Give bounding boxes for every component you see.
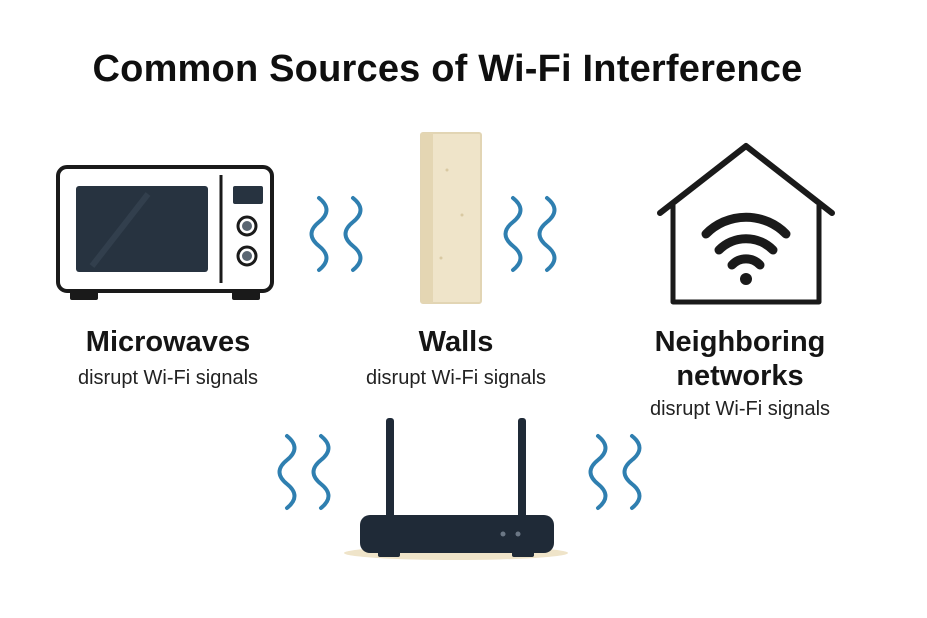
router-icon (344, 418, 568, 560)
source-description-walls: disrupt Wi-Fi signals (365, 367, 547, 389)
wave-icon (277, 434, 642, 510)
source-description-microwaves: disrupt Wi-Fi signals (77, 367, 259, 389)
wave-icon (309, 196, 363, 272)
wave-icon (503, 196, 557, 272)
source-label-walls: Walls (418, 326, 494, 358)
source-label-line: Neighboring (654, 326, 826, 358)
source-label-neighboring-networks: Neighboring networks (618, 325, 862, 393)
diagram-title: Common Sources of Wi-Fi Interference (92, 48, 803, 90)
source-description-neighboring-networks: disrupt Wi-Fi signals (649, 398, 831, 420)
microwave-icon (56, 165, 274, 300)
source-label-line: networks (676, 360, 804, 392)
wall-icon (420, 132, 482, 304)
house-wifi-icon (657, 143, 835, 305)
source-label-microwaves: Microwaves (85, 326, 251, 358)
